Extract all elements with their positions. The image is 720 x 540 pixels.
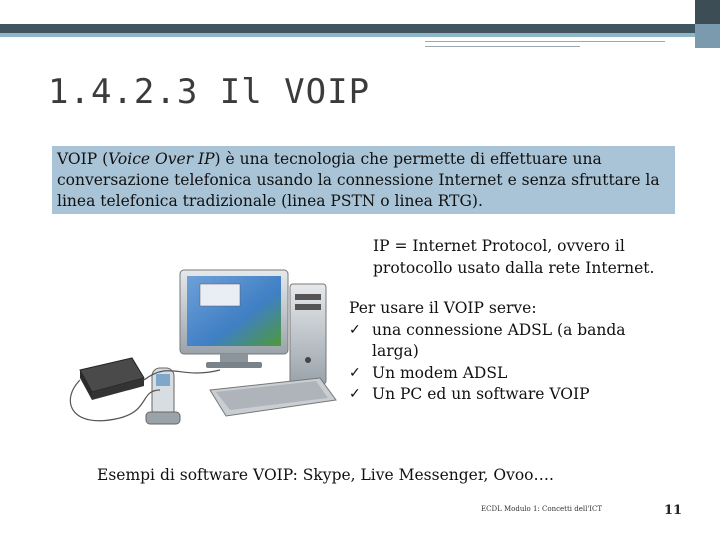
cable-icon: [143, 369, 221, 381]
intro-rest: ) è una tecnologia che permette di effet…: [57, 150, 660, 210]
header-rule-short: [425, 46, 580, 47]
header-strip-dark: [0, 24, 720, 33]
cable-icon: [69, 379, 161, 422]
requirement-item: Un modem ADSL: [349, 363, 649, 385]
requirement-item: una connessione ADSL (a banda larga): [349, 320, 649, 363]
examples-text: Esempi di software VOIP: Skype, Live Mes…: [97, 466, 554, 484]
page-number: 11: [664, 503, 683, 518]
slide-title: 1.4.2.3 Il VOIP: [48, 72, 371, 112]
requirements-list: una connessione ADSL (a banda larga) Un …: [349, 320, 649, 406]
header-strip-light: [0, 33, 720, 37]
intro-lead: VOIP (: [57, 150, 109, 168]
footer-text: ECDL Modulo 1: Concetti dell'ICT: [481, 505, 603, 513]
intro-box: VOIP (Voice Over IP) è una tecnologia ch…: [52, 146, 675, 214]
requirements-block: Per usare il VOIP serve: una connessione…: [349, 298, 649, 406]
header-rule: [425, 41, 665, 42]
requirement-item: Un PC ed un software VOIP: [349, 384, 649, 406]
voip-setup-illustration: [69, 269, 337, 425]
monitor-icon: [179, 269, 289, 368]
modem-icon: [79, 357, 145, 400]
corner-accent-dark: [695, 0, 720, 24]
pc-tower-icon: [289, 283, 327, 385]
requirements-heading: Per usare il VOIP serve:: [349, 299, 537, 317]
header-band: [0, 0, 720, 24]
phone-icon: [145, 367, 181, 425]
intro-italic: Voice Over IP: [108, 150, 215, 168]
keyboard-icon: [209, 377, 337, 417]
ip-definition: IP = Internet Protocol, ovvero il protoc…: [373, 237, 655, 277]
